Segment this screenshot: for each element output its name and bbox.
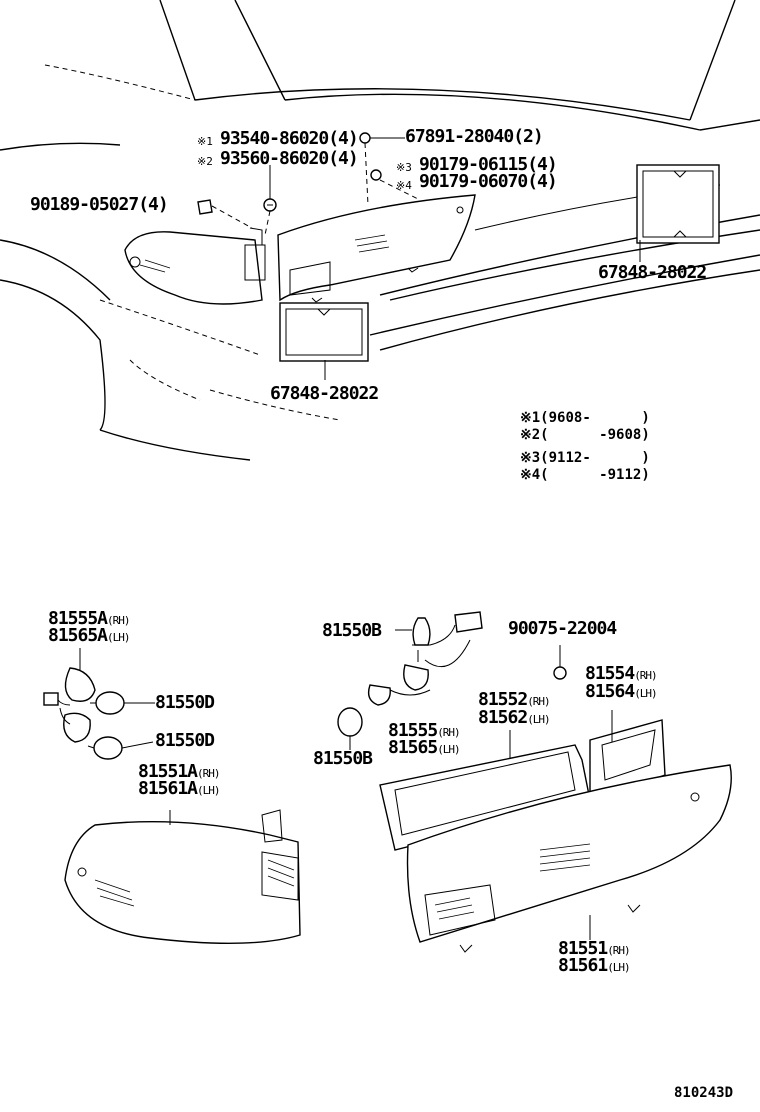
mark-2: ※2 [197, 155, 213, 168]
part-number-93560: 93560-86020(4) [220, 148, 359, 169]
gasket-upper-left [279, 302, 369, 362]
part-number-81551a: 81551A(RH) [138, 761, 221, 782]
label-81565: 81565 [388, 737, 438, 758]
label-81565-side: (LH) [437, 743, 460, 756]
label-81561a-side: (LH) [197, 784, 220, 797]
part-number-93540: 93540-86020(4) [220, 128, 359, 149]
legend-1-range: (9608- ) [540, 410, 650, 426]
part-number-90189: 90189-05027(4) [30, 194, 169, 215]
part-number-67848-left: 67848-28022 [270, 383, 379, 404]
part-number-81554: 81554(RH) [585, 663, 658, 684]
upper-tail-lamp [124, 227, 266, 305]
label-81551: 81551 [558, 938, 608, 959]
legend-1: ※1(9608- ) [520, 411, 650, 425]
label-81561-side: (LH) [607, 961, 630, 974]
legend-3-mark: ※3 [520, 450, 541, 466]
part-number-81551: 81551(RH) [558, 938, 631, 959]
legend-4-mark: ※4 [520, 467, 541, 483]
label-81555a: 81555A [48, 608, 108, 629]
legend-3: ※3(9112- ) [520, 451, 650, 465]
mark-3: ※3 [396, 161, 412, 174]
part-number-81550d-a: 81550D [155, 692, 215, 713]
socket-harness-right [337, 611, 567, 750]
label-81551a-side: (RH) [197, 767, 220, 780]
label-81555: 81555 [388, 720, 438, 741]
label-81564: 81564 [585, 681, 635, 702]
label-81562: 81562 [478, 707, 528, 728]
label-81554-side: (RH) [634, 669, 657, 682]
label-81551-side: (RH) [607, 944, 630, 957]
legend-3-range: (9112- ) [540, 450, 650, 466]
part-number-67848-right: 67848-28022 [598, 262, 707, 283]
label-81552-side: (RH) [527, 695, 550, 708]
label-81552: 81552 [478, 689, 528, 710]
part-number-81565a: 81565A(LH) [48, 625, 131, 646]
gasket-lower-left [379, 744, 591, 851]
part-number-81561: 81561(LH) [558, 955, 631, 976]
upper-garnish-lamp [277, 194, 476, 303]
mark-4: ※4 [396, 179, 412, 192]
mark-1: ※1 [197, 135, 213, 148]
legend-2: ※2( -9608) [520, 428, 650, 442]
part-number-81550b-a: 81550B [322, 620, 382, 641]
label-81564-side: (LH) [634, 687, 657, 700]
lower-garnish-lamp [406, 730, 732, 953]
lower-tail-lamp [64, 809, 301, 945]
part-number-81550d-b: 81550D [155, 730, 215, 751]
label-81555-side: (RH) [437, 726, 460, 739]
legend-4: ※4( -9112) [520, 468, 650, 482]
label-81565a: 81565A [48, 625, 108, 646]
part-number-90179-06115: 90179-06115(4) [419, 154, 558, 175]
gasket-upper-right [636, 164, 720, 244]
part-number-81565: 81565(LH) [388, 737, 461, 758]
part-number-90075: 90075-22004 [508, 618, 617, 639]
label-81561: 81561 [558, 955, 608, 976]
part-number-81550b-b: 81550B [313, 748, 373, 769]
legend-1-mark: ※1 [520, 410, 541, 426]
part-number-81555: 81555(RH) [388, 720, 461, 741]
label-81551a: 81551A [138, 761, 198, 782]
diagram-id: 810243D [674, 1085, 734, 1101]
legend-2-mark: ※2 [520, 427, 541, 443]
part-number-81561a: 81561A(LH) [138, 778, 221, 799]
part-number-81552: 81552(RH) [478, 689, 551, 710]
part-number-90179-06070: 90179-06070(4) [419, 171, 558, 192]
label-81554: 81554 [585, 663, 635, 684]
label-81565a-side: (LH) [107, 631, 130, 644]
legend-2-range: ( -9608) [540, 427, 650, 443]
part-number-81555a: 81555A(RH) [48, 608, 131, 629]
upper-leaders [211, 137, 641, 380]
part-number-81562: 81562(LH) [478, 707, 551, 728]
socket-bulb-group-left [43, 648, 155, 760]
legend-4-range: ( -9112) [540, 467, 650, 483]
label-81562-side: (LH) [527, 713, 550, 726]
label-81555a-side: (RH) [107, 614, 130, 627]
part-number-81564: 81564(LH) [585, 681, 658, 702]
label-81561a: 81561A [138, 778, 198, 799]
part-number-67891: 67891-28040(2) [405, 126, 544, 147]
